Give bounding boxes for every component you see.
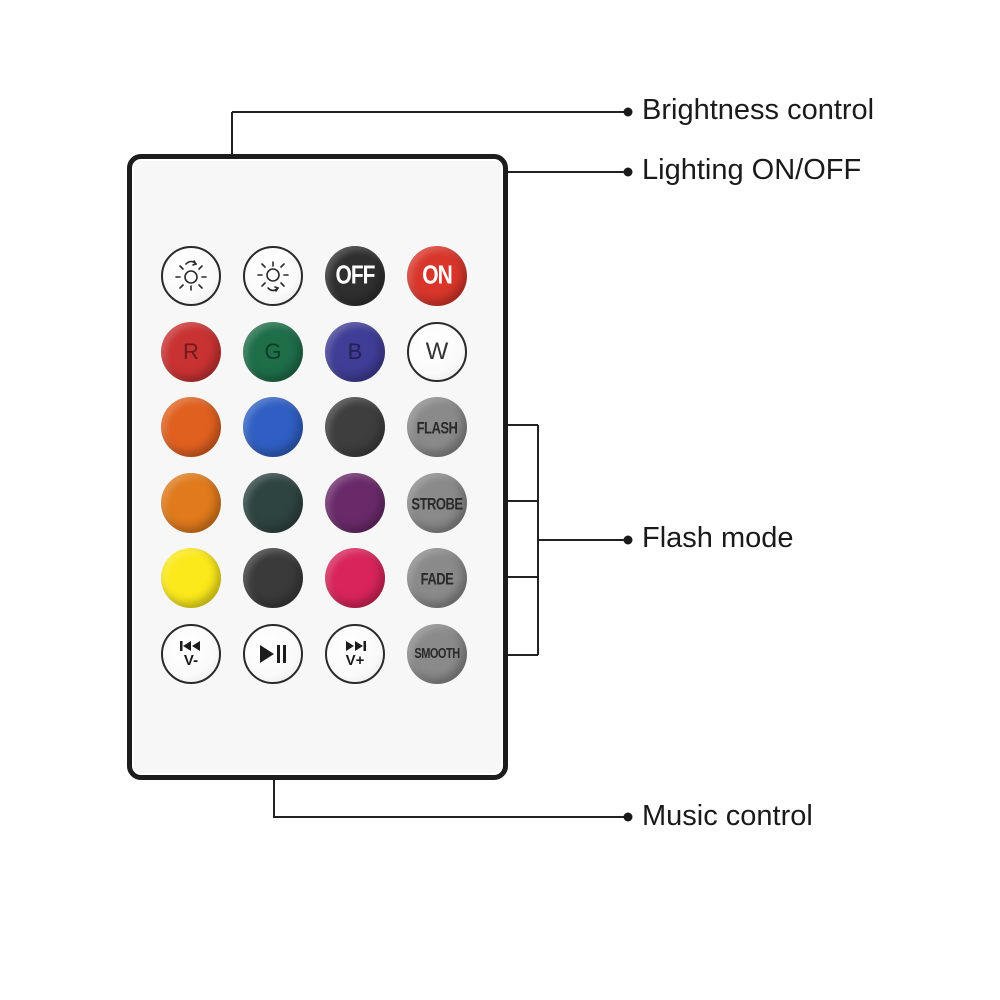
yellow-color-button[interactable] (161, 548, 221, 608)
green-button[interactable]: G (243, 322, 303, 382)
blue-label: B (347, 339, 363, 364)
previous-volume-down-button[interactable]: V- (161, 624, 221, 684)
light-blue-color-button[interactable] (243, 397, 303, 457)
pink-color-button[interactable] (325, 548, 385, 608)
play-pause-button[interactable] (243, 624, 303, 684)
brightness-dot (623, 107, 633, 117)
green-label: G (264, 339, 282, 364)
white-label: W (425, 338, 449, 365)
flash-mode-dot (623, 535, 633, 545)
red-label: R (183, 339, 199, 364)
strobe-label: STROBE (411, 493, 463, 513)
flash-label: FLASH (416, 417, 458, 437)
orange-color-button[interactable] (161, 473, 221, 533)
purple-color-button[interactable] (325, 473, 385, 533)
next-volume-up-button[interactable]: V+ (325, 624, 385, 684)
white-button[interactable]: W (407, 322, 467, 382)
off-label: OFF (335, 261, 376, 290)
dark-gray-color-button[interactable] (325, 397, 385, 457)
volume-down-label: V- (183, 652, 199, 669)
dark-teal-color-button[interactable] (243, 473, 303, 533)
music-control-label: Music control (642, 800, 813, 832)
lighting-on-off-label: Lighting ON/OFF (642, 154, 862, 186)
orange-red-color-button[interactable] (161, 397, 221, 457)
smooth-label: SMOOTH (414, 646, 460, 662)
flash-mode-label: Flash mode (642, 522, 794, 554)
brightness-up-button[interactable] (243, 246, 303, 306)
flash-button[interactable]: FLASH (407, 397, 467, 457)
next-track-icon (346, 641, 366, 651)
sun-down-icon (175, 260, 207, 291)
fade-button[interactable]: FADE (407, 548, 467, 608)
lighting-dot (623, 167, 633, 177)
sun-up-icon (257, 261, 289, 292)
dark-gray-color-button-2[interactable] (243, 548, 303, 608)
smooth-button[interactable]: SMOOTH (407, 624, 467, 684)
strobe-button[interactable]: STROBE (407, 473, 467, 533)
brightness-down-button[interactable] (161, 246, 221, 306)
previous-track-icon (180, 641, 200, 651)
off-button[interactable]: OFF (325, 246, 385, 306)
fade-label: FADE (420, 568, 454, 588)
music-dot (623, 812, 633, 822)
brightness-control-label: Brightness control (642, 94, 875, 126)
volume-up-label: V+ (345, 652, 365, 669)
on-label: ON (422, 261, 452, 290)
blue-button[interactable]: B (325, 322, 385, 382)
on-button[interactable]: ON (407, 246, 467, 306)
red-button[interactable]: R (161, 322, 221, 382)
play-pause-icon (260, 645, 286, 663)
